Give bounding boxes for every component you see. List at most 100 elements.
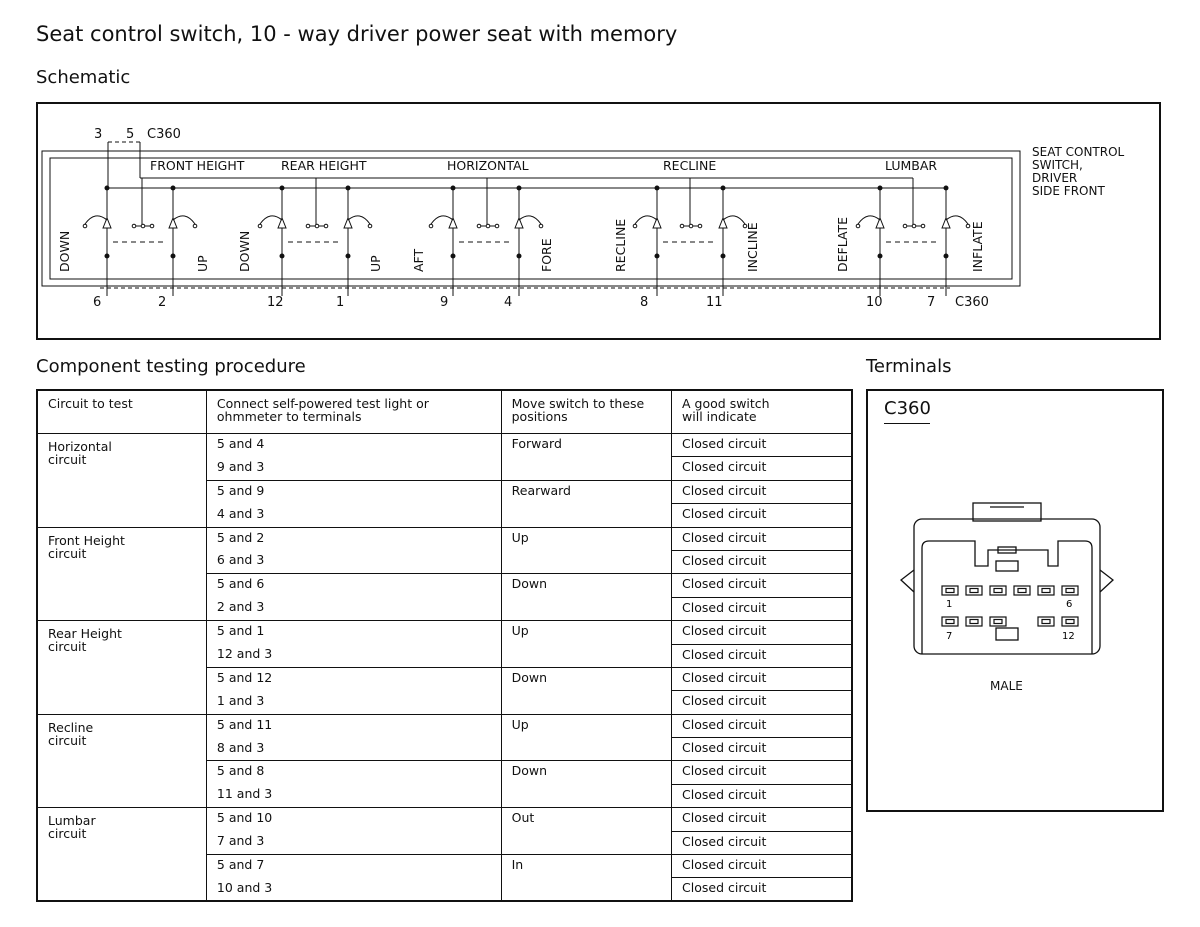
terminal-connector-id: C360	[884, 398, 931, 419]
position-label: RECLINE	[613, 219, 628, 272]
result-cell: Closed circuit	[671, 643, 853, 668]
position-cell: Up	[500, 620, 673, 668]
terminals-cell: 5 and 12	[205, 666, 502, 691]
result-cell: Closed circuit	[671, 854, 853, 879]
pin-label-6: 6	[1066, 599, 1072, 610]
connector-pin-terminal	[993, 587, 1003, 594]
connector-pin-cavity	[989, 585, 1007, 596]
section-label: LUMBAR	[885, 158, 937, 173]
header-indicate: A good switch will indicate	[671, 389, 853, 434]
connector-pin-terminal	[1065, 618, 1075, 625]
connector-pin-terminal	[1065, 587, 1075, 594]
header-move: Move switch to these positions	[500, 389, 673, 434]
bottom-pin-label: 7	[927, 295, 935, 310]
result-cell: Closed circuit	[671, 830, 853, 856]
bottom-pin-label: 11	[706, 295, 723, 310]
result-cell: Closed circuit	[671, 526, 853, 551]
connector-pin-terminal	[969, 587, 979, 594]
circuit-name-cell: Rear Height circuit	[36, 620, 207, 715]
position-label: DOWN	[237, 231, 252, 272]
header-connect: Connect self-powered test light or ohmme…	[205, 389, 502, 434]
header-circuit: Circuit to test	[36, 389, 207, 434]
circuit-name-cell: Recline circuit	[36, 713, 207, 809]
connector-pin-terminal	[945, 618, 955, 625]
top-connector-label: C360	[147, 127, 181, 142]
section-label: RECLINE	[663, 158, 716, 173]
procedure-title: Component testing procedure	[36, 356, 306, 377]
circuit-name-cell: Horizontal circuit	[36, 433, 207, 528]
top-pin-3: 3	[94, 127, 102, 142]
result-cell: Closed circuit	[671, 479, 853, 505]
switch-name-label: SEAT CONTROL SWITCH, DRIVER SIDE FRONT	[1032, 145, 1125, 198]
result-cell: Closed circuit	[671, 573, 853, 598]
terminals-title: Terminals	[866, 356, 952, 377]
schematic-title: Schematic	[36, 67, 131, 88]
result-cell: Closed circuit	[671, 877, 853, 902]
position-label: DEFLATE	[835, 217, 850, 272]
circuit-name-cell: Lumbar circuit	[36, 807, 207, 902]
connector-pin-terminal	[1041, 618, 1051, 625]
pin-label-1: 1	[946, 599, 952, 610]
section-label: FRONT HEIGHT	[150, 158, 245, 173]
connector-pin-cavity	[965, 585, 983, 596]
terminals-cell: 5 and 8	[205, 760, 502, 785]
bottom-pin-label: 2	[158, 295, 166, 310]
page-title: Seat control switch, 10 - way driver pow…	[36, 22, 678, 46]
connector-pin-cavity	[989, 616, 1007, 627]
terminals-cell: 5 and 7	[205, 854, 502, 878]
top-pin-5: 5	[126, 127, 134, 142]
terminals-cell: 5 and 10	[205, 807, 502, 832]
bottom-pin-label: 1	[336, 295, 344, 310]
connector-pin-terminal	[969, 618, 979, 625]
result-cell: Closed circuit	[671, 432, 853, 458]
connector-id-underline	[884, 423, 930, 424]
terminals-cell: 5 and 9	[205, 479, 502, 504]
connector-pin-terminal	[993, 618, 1003, 625]
bottom-pin-label: 8	[640, 295, 648, 310]
connector-pin-terminal	[1041, 587, 1051, 594]
position-label: DOWN	[57, 231, 72, 272]
circuit-name-cell: Front Height circuit	[36, 526, 207, 622]
result-cell: Closed circuit	[671, 713, 853, 739]
connector-pin-cavity	[1037, 585, 1055, 596]
result-cell: Closed circuit	[671, 666, 853, 692]
bottom-pin-label: 9	[440, 295, 448, 310]
position-cell: Forward	[500, 433, 673, 481]
result-cell: Closed circuit	[671, 807, 853, 832]
position-label: UP	[368, 255, 383, 272]
result-cell: Closed circuit	[671, 596, 853, 622]
position-label: AFT	[411, 248, 426, 272]
position-cell: In	[500, 854, 673, 902]
bottom-pin-label: 12	[267, 295, 284, 310]
connector-pin-cavity	[941, 585, 959, 596]
connector-pin-cavity	[1013, 585, 1031, 596]
schematic-frame	[36, 102, 1161, 340]
connector-pin-terminal	[945, 587, 955, 594]
terminals-cell: 5 and 2	[205, 526, 502, 551]
bottom-connector-label: C360	[955, 295, 989, 310]
result-cell: Closed circuit	[671, 549, 853, 575]
position-cell: Down	[500, 760, 673, 809]
position-label: INCLINE	[745, 222, 760, 272]
terminals-cell: 9 and 3	[205, 456, 502, 481]
bottom-pin-label: 4	[504, 295, 512, 310]
table-row: 9 and 3 Closed circuit	[37, 456, 853, 481]
result-cell: Closed circuit	[671, 456, 853, 481]
result-cell: Closed circuit	[671, 503, 853, 528]
terminals-cell: 5 and 1	[205, 620, 502, 645]
pin-label-7: 7	[946, 631, 952, 642]
result-cell: Closed circuit	[671, 783, 853, 809]
